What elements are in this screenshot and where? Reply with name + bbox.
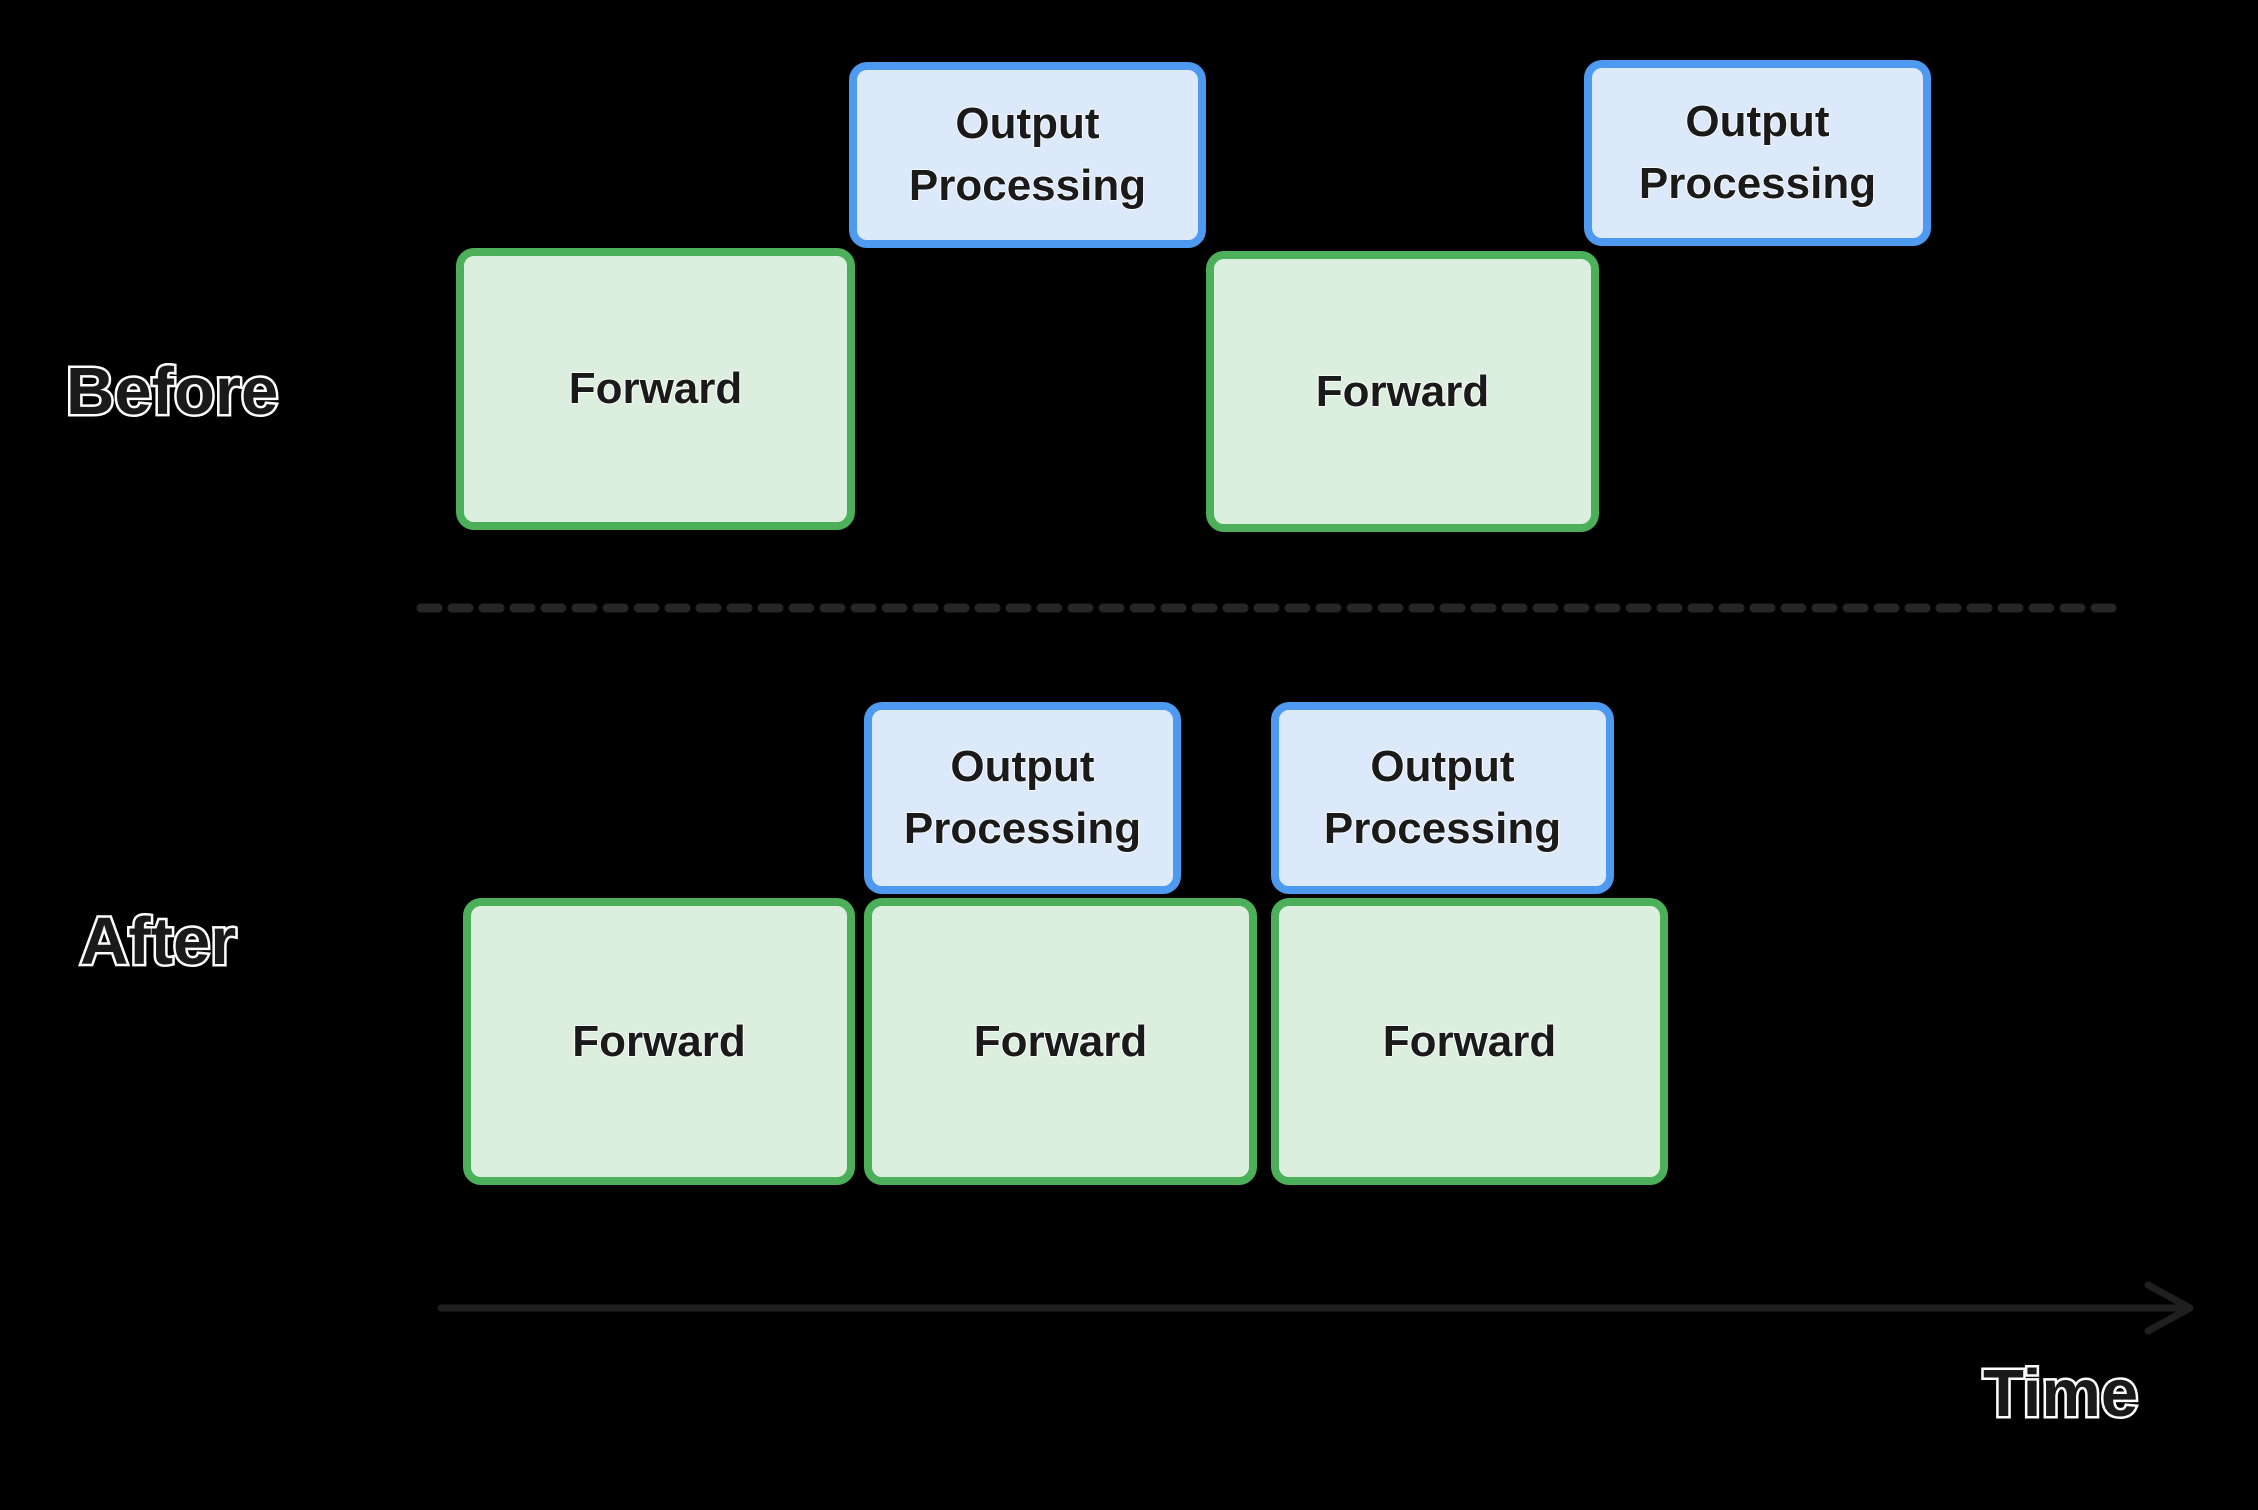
before-forward-box-1: Forward (456, 248, 855, 530)
after-row-label: After (77, 904, 238, 979)
before-row-label: Before (63, 354, 280, 429)
after-forward-box-3: Forward (1271, 898, 1668, 1185)
after-forward-box-2: Forward (864, 898, 1257, 1185)
before-output-processing-box-1: Output Processing (849, 62, 1206, 248)
after-forward-box-1: Forward (463, 898, 855, 1185)
time-axis-label: Time (1980, 1356, 2140, 1431)
after-output-processing-box-2: Output Processing (1271, 702, 1614, 894)
arrowhead-icon (2144, 1281, 2194, 1335)
before-output-processing-box-2: Output Processing (1584, 60, 1931, 246)
after-output-processing-box-1: Output Processing (864, 702, 1181, 894)
before-forward-box-2: Forward (1206, 251, 1599, 532)
